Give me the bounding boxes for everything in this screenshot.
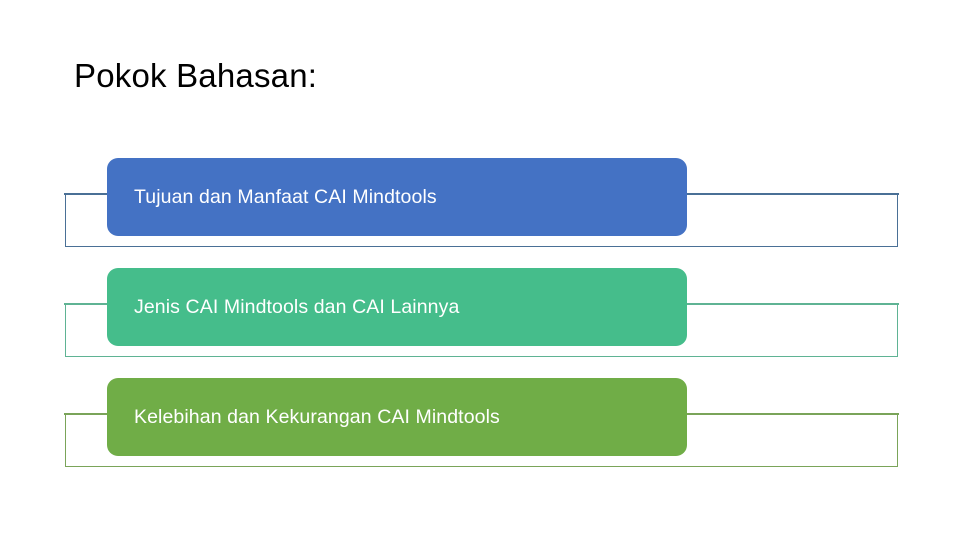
list-item[interactable]: Kelebihan dan Kekurangan CAI Mindtools <box>0 378 960 472</box>
list-item[interactable]: Jenis CAI Mindtools dan CAI Lainnya <box>0 268 960 358</box>
list-item-pill[interactable]: Kelebihan dan Kekurangan CAI Mindtools <box>107 378 687 456</box>
list-item-outline-frame <box>64 193 899 247</box>
list-item-outline-frame <box>64 413 899 467</box>
list-item-outline-frame <box>64 303 899 357</box>
list-item-label: Kelebihan dan Kekurangan CAI Mindtools <box>134 406 500 428</box>
list-item-pill[interactable]: Jenis CAI Mindtools dan CAI Lainnya <box>107 268 687 346</box>
page-title: Pokok Bahasan: <box>74 57 318 94</box>
list-item-pill[interactable]: Tujuan dan Manfaat CAI Mindtools <box>107 158 687 236</box>
list-item-label: Tujuan dan Manfaat CAI Mindtools <box>134 186 437 208</box>
list-item-label: Jenis CAI Mindtools dan CAI Lainnya <box>134 296 460 318</box>
list-item[interactable]: Tujuan dan Manfaat CAI Mindtools <box>0 158 960 248</box>
